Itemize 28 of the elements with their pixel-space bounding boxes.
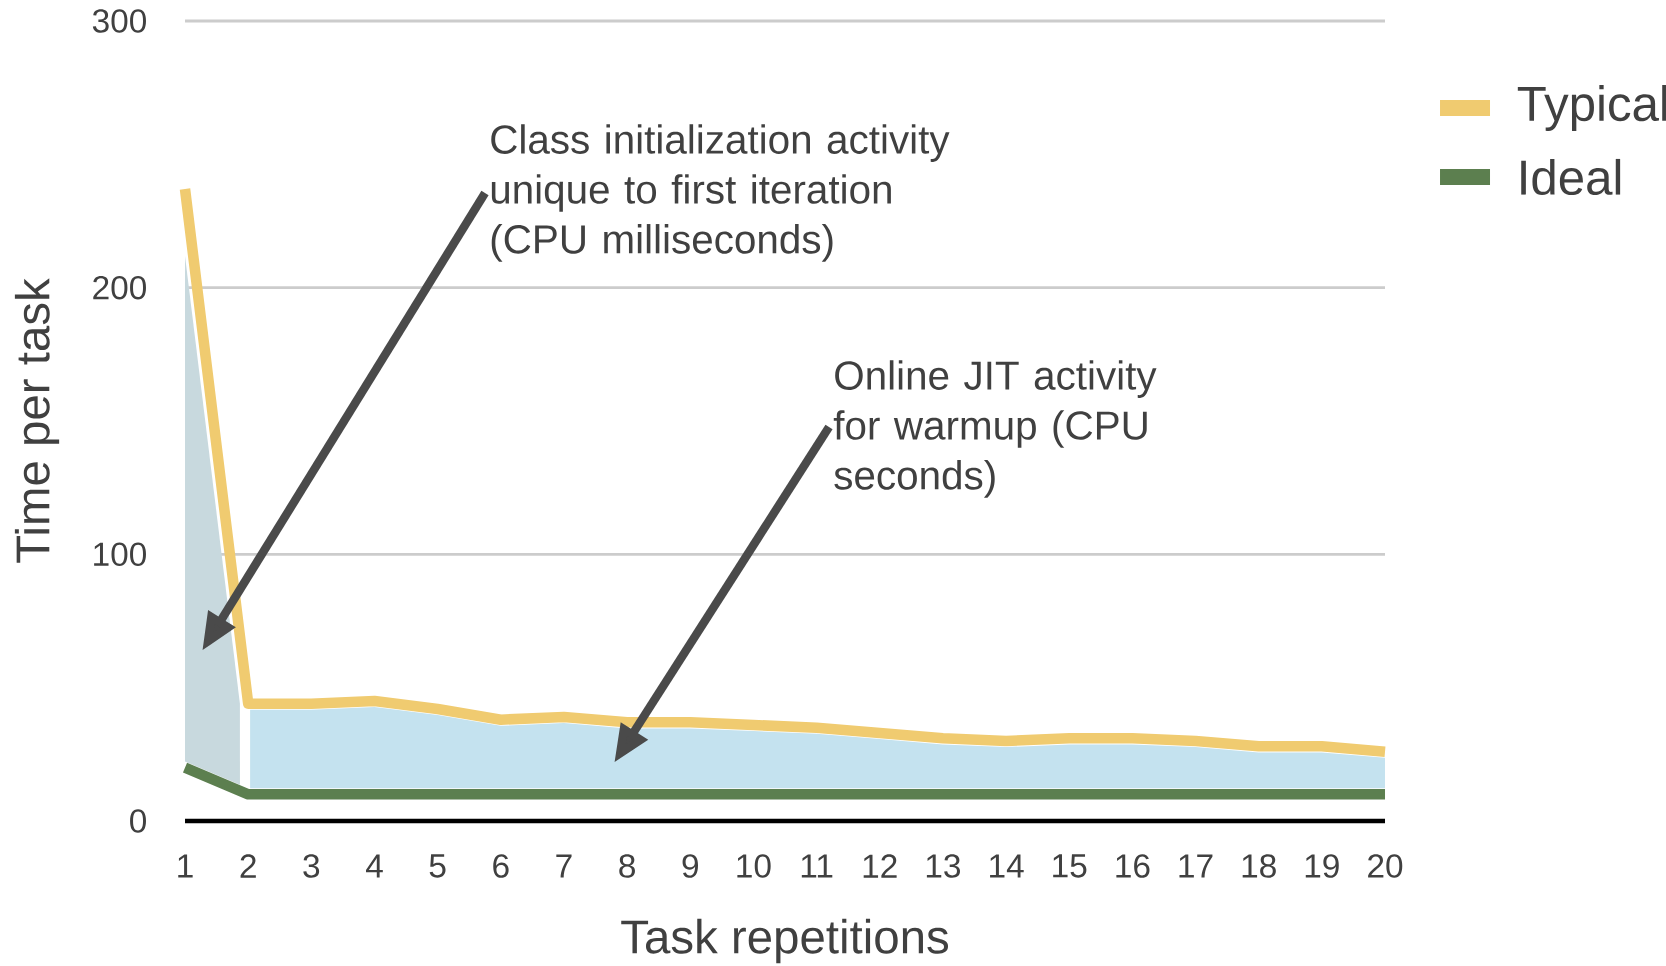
legend-label: Typical bbox=[1517, 85, 1666, 131]
tick-label: 0 bbox=[130, 809, 146, 833]
tick-label: 300 bbox=[92, 9, 146, 33]
tick-label: 5 bbox=[429, 854, 446, 878]
tick-label: 2 bbox=[240, 854, 256, 878]
tick-label: 14 bbox=[990, 854, 1024, 878]
tick-label: 8 bbox=[619, 854, 635, 878]
tick-label: 1 bbox=[178, 854, 193, 878]
tick-label: 10 bbox=[737, 854, 771, 878]
tick-label: 20 bbox=[1368, 854, 1403, 878]
tick-label: 100 bbox=[94, 542, 146, 567]
tick-label: 19 bbox=[1305, 854, 1339, 878]
tick-label: 11 bbox=[801, 854, 833, 878]
axis-title: Task repetitions bbox=[621, 918, 948, 964]
tick-label: 4 bbox=[366, 854, 383, 878]
tick-label: 13 bbox=[926, 854, 960, 878]
tick-label: 16 bbox=[1116, 854, 1150, 878]
tick-label: 200 bbox=[93, 275, 146, 300]
tick-label: 3 bbox=[303, 854, 320, 878]
axis-title: Time per task bbox=[14, 278, 60, 563]
tick-label: 18 bbox=[1242, 854, 1276, 878]
tick-label: 12 bbox=[863, 854, 897, 878]
tick-label: 17 bbox=[1179, 854, 1213, 878]
tick-label: 9 bbox=[682, 854, 698, 878]
tick-label: 6 bbox=[493, 854, 509, 878]
legend-label: Ideal bbox=[1521, 158, 1621, 196]
tick-label: 7 bbox=[556, 854, 572, 878]
tick-label: 15 bbox=[1053, 854, 1087, 878]
